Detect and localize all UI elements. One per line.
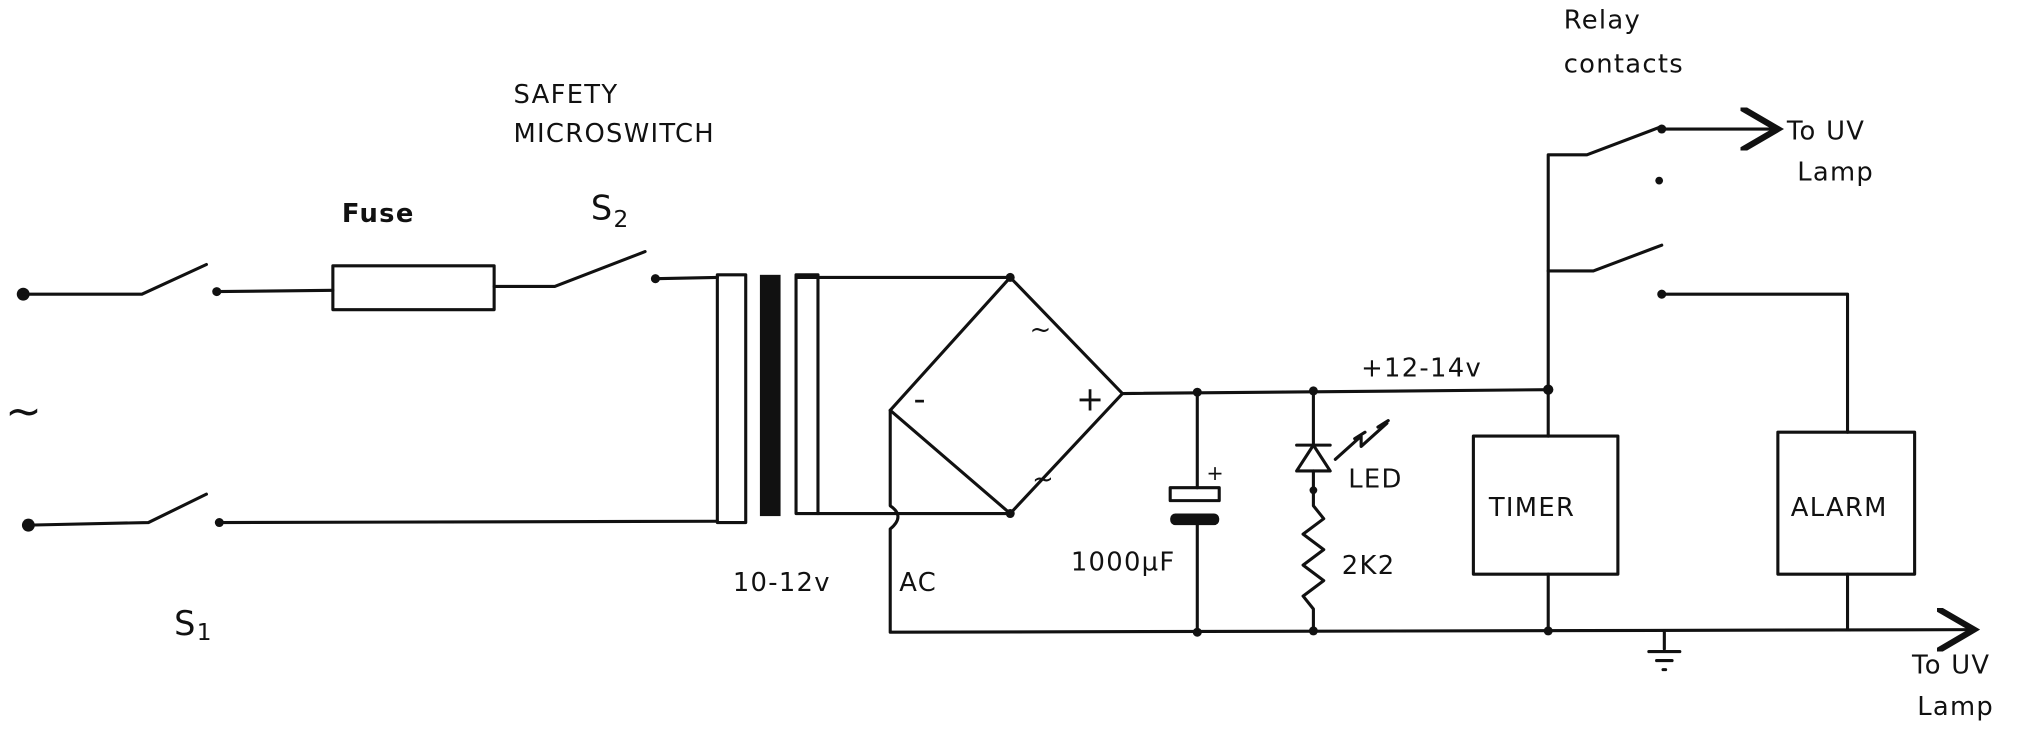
alarm-label: ALARM — [1791, 493, 1888, 523]
negative-rail — [888, 408, 1974, 636]
fuse-label: Fuse — [342, 199, 415, 229]
s2-label: S2 — [591, 188, 630, 233]
to-uv-lamp-top-line1: To UV — [1786, 116, 1865, 146]
to-uv-lamp-top-line2: Lamp — [1797, 158, 1874, 188]
switch-s2 — [650, 274, 719, 284]
supply-voltage-label: +12-14v — [1361, 354, 1482, 384]
capacitor: + — [1168, 390, 1225, 634]
bridge-plus-label: + — [1076, 379, 1105, 418]
led-label: LED — [1348, 465, 1402, 495]
ac-symbol: ~ — [5, 386, 43, 437]
microswitch-label: MICROSWITCH — [513, 119, 714, 149]
relay-contacts — [1546, 125, 1850, 434]
bridge-ac-top-label: ~ — [1030, 315, 1053, 345]
transformer — [715, 273, 1012, 525]
mains-input — [16, 262, 208, 532]
bridge-minus-label: - — [913, 379, 926, 418]
fuse — [215, 250, 647, 312]
positive-rail — [1120, 384, 1554, 397]
capacitor-plus-label: + — [1206, 461, 1225, 485]
transformer-voltage-label: 10-12v — [733, 568, 831, 598]
to-uv-lamp-bottom-line2: Lamp — [1917, 692, 1994, 722]
alarm-block — [1776, 430, 1917, 632]
led — [1295, 389, 1390, 492]
to-uv-lamp-bottom-line1: To UV — [1911, 650, 1990, 680]
bridge-ac-bottom-label: ~ — [1032, 465, 1055, 495]
resistor-label: 2K2 — [1342, 551, 1396, 581]
ground-icon — [1647, 629, 1682, 672]
relay-label: Relay — [1564, 5, 1641, 35]
ac-label: AC — [899, 568, 937, 598]
resistor — [1301, 486, 1326, 634]
contacts-label: contacts — [1564, 49, 1684, 79]
bridge-rectifier: ~ - + ~ — [888, 272, 1125, 519]
timer-label: TIMER — [1488, 493, 1575, 523]
capacitor-label: 1000µF — [1071, 547, 1176, 577]
timer-block — [1471, 388, 1620, 633]
safety-label: SAFETY — [513, 80, 618, 110]
switch-s1 — [212, 287, 719, 528]
s1-label: S1 — [174, 604, 213, 646]
